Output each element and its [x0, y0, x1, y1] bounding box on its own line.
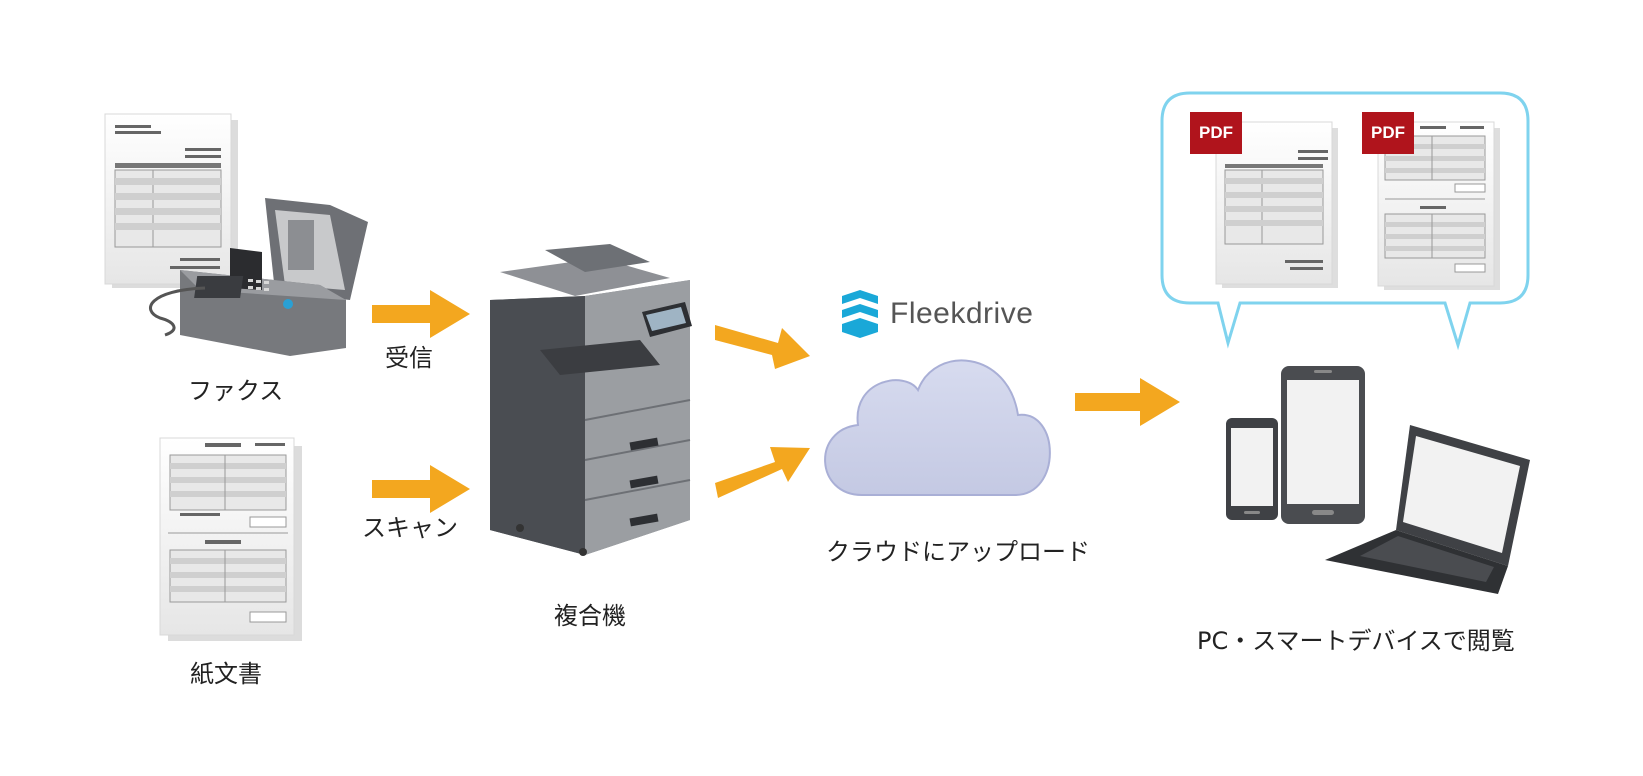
arrow-to-devices-icon: [1075, 378, 1180, 426]
pdf-badge-label-1: PDF: [1199, 123, 1233, 142]
fax-machine-icon: [149, 198, 368, 356]
tablet-icon: [1281, 366, 1365, 524]
pdf-badge-1: [1190, 112, 1242, 154]
label-scan: スキャン: [362, 514, 458, 542]
pdf-document-icon: [1362, 112, 1500, 290]
label-paper-docs: 紙文書: [190, 660, 262, 688]
cloud-icon: [824, 359, 1051, 496]
fleekdrive-logo-icon: [842, 290, 878, 338]
fax-document-icon: [104, 113, 238, 288]
pdf-badge-label-2: PDF: [1371, 123, 1405, 142]
label-receive: 受信: [385, 344, 433, 372]
label-mfp: 複合機: [554, 602, 626, 630]
paper-document-icon: [159, 437, 302, 641]
label-upload: クラウドにアップロード: [826, 538, 1090, 566]
label-view: PC・スマートデバイスで閲覧: [1197, 627, 1515, 655]
pdf-badge-2: [1362, 112, 1414, 154]
multifunction-printer-icon: [490, 244, 692, 556]
laptop-icon: [1325, 425, 1530, 594]
arrow-scan-icon: [372, 465, 470, 513]
arrow-to-cloud-bottom-icon: [715, 447, 810, 498]
arrow-to-cloud-top-icon: [715, 325, 810, 369]
label-fax: ファクス: [188, 377, 284, 405]
brand-name: Fleekdrive: [890, 297, 1034, 330]
smartphone-icon: [1226, 418, 1278, 520]
pdf-document-icon: [1190, 112, 1338, 288]
arrow-receive-icon: [372, 290, 470, 338]
